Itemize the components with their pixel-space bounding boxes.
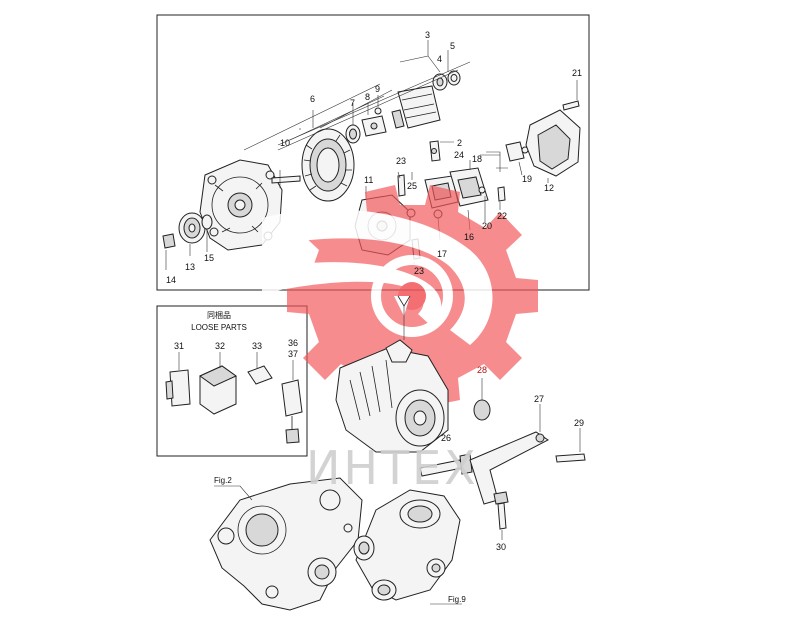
loose-parts-title-en: LOOSE PARTS: [191, 323, 247, 332]
watermark-gear-logo: [262, 185, 538, 406]
callout-27: 27: [534, 394, 544, 404]
rear-cover: [525, 109, 581, 177]
callout-29: 29: [574, 418, 584, 428]
callout-numbers: 3 4 5 21 6 7 8 9 2 10 24 23 18 11 25 19 …: [166, 30, 584, 552]
loose-parts-frame: [156, 305, 308, 457]
callout-8: 8: [365, 92, 370, 102]
callout-31: 31: [174, 341, 184, 351]
callout-5: 5: [450, 41, 455, 51]
callout-21: 21: [572, 68, 582, 78]
loose-parts-title-jp: 同梱品: [207, 310, 231, 320]
gear-case-cover: [209, 477, 363, 611]
callout-12: 12: [544, 183, 554, 193]
callout-19: 19: [522, 174, 532, 184]
callout-30: 30: [496, 542, 506, 552]
stator-coil: [301, 128, 355, 202]
callout-4: 4: [437, 54, 442, 64]
callout-17: 17: [437, 249, 447, 259]
callout-9: 9: [375, 84, 380, 94]
callout-7: 7: [350, 98, 355, 108]
pulley: [178, 212, 206, 244]
alternator-exploded-assembly: [162, 40, 581, 270]
callout-32: 32: [215, 341, 225, 351]
callout-14: 14: [166, 275, 176, 285]
callout-15: 15: [204, 253, 214, 263]
callout-23b: 23: [414, 266, 424, 276]
callout-18: 18: [472, 154, 482, 164]
loose-parts-panel: 同梱品 LOOSE PARTS: [165, 310, 303, 444]
water-pump: [353, 489, 462, 605]
callout-28: 28: [477, 365, 487, 375]
callout-6: 6: [310, 94, 315, 104]
callout-33: 33: [252, 341, 262, 351]
callout-3: 3: [425, 30, 430, 40]
callout-23a: 23: [396, 156, 406, 166]
watermark-text: ИНТЕХ: [306, 441, 479, 495]
rotor: [391, 85, 441, 129]
callout-22: 22: [497, 211, 507, 221]
callout-2: 2: [457, 138, 462, 148]
callout-16: 16: [464, 232, 474, 242]
callout-24: 24: [454, 150, 464, 160]
callout-20: 20: [482, 221, 492, 231]
figure-ref-fig9[interactable]: Fig.9: [448, 595, 466, 604]
alternator-assembled: [335, 295, 586, 540]
callout-36: 36: [288, 338, 298, 348]
callout-13: 13: [185, 262, 195, 272]
callout-37: 37: [288, 349, 298, 359]
callout-26: 26: [441, 433, 451, 443]
callout-10: 10: [280, 138, 290, 148]
callout-25: 25: [407, 181, 417, 191]
figure-ref-fig2[interactable]: Fig.2: [214, 476, 232, 485]
callout-11: 11: [364, 175, 373, 185]
